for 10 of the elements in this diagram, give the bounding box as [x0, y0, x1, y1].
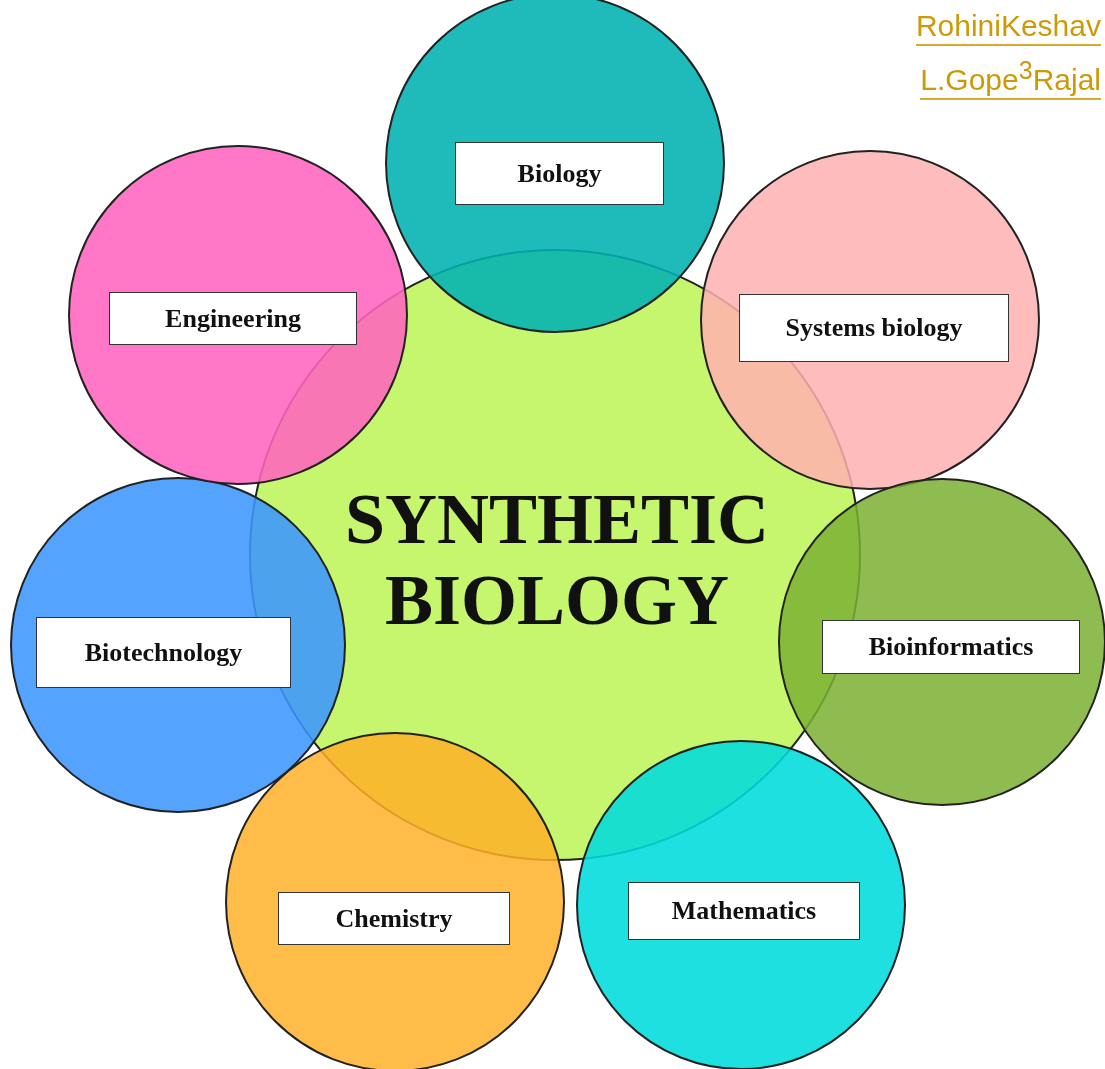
central-title: SYNTHETIC BIOLOGY [343, 479, 771, 641]
topic-label: Chemistry [278, 892, 510, 945]
topic-label: Biotechnology [36, 617, 291, 688]
topic-label: Bioinformatics [822, 620, 1080, 674]
topic-label: Engineering [109, 292, 357, 345]
author-link: L.Gope$^{3}$Rajal [920, 52, 1101, 100]
topic-label: Systems biology [739, 294, 1009, 362]
author-link: RohiniKeshav [915, 8, 1101, 46]
topic-label: Mathematics [628, 882, 860, 940]
topic-label: Biology [455, 142, 664, 205]
